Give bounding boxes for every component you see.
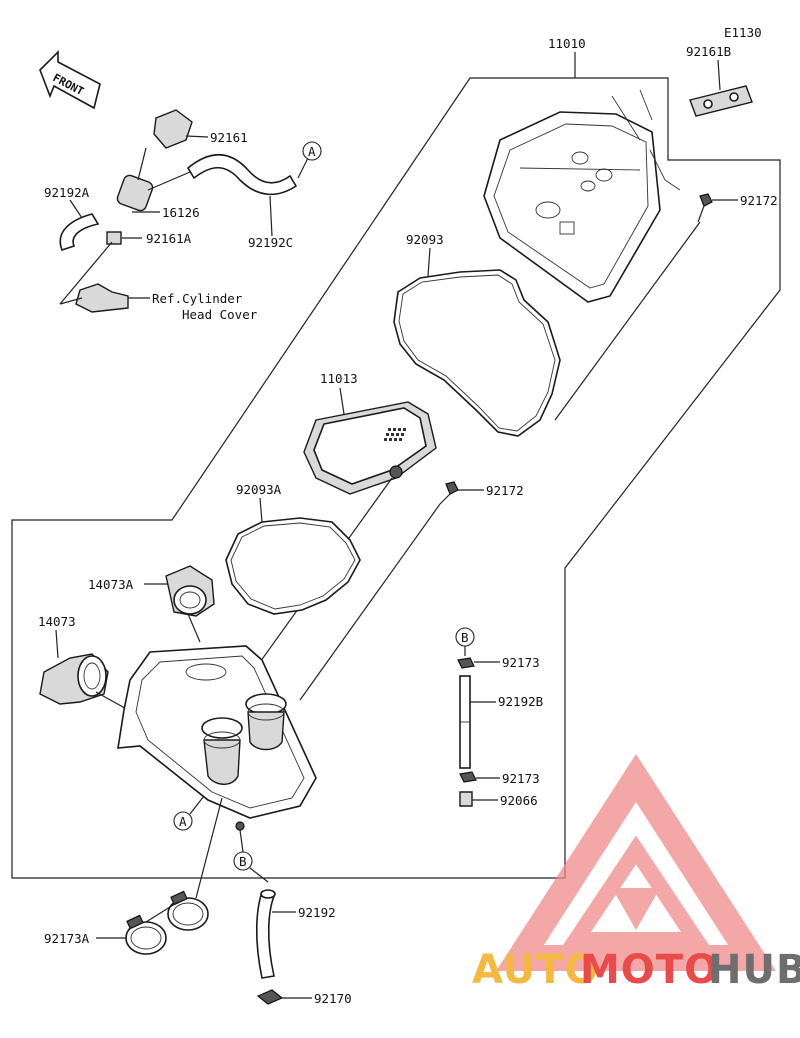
label-14073A: 14073A [88,577,134,592]
leader-fitting-b [59,297,83,305]
svg-text:A: A [308,144,316,159]
label-11013: 11013 [320,371,358,386]
label-ref-cylinder: Ref.Cylinder [152,291,243,306]
head-cover-fitting-part [75,283,129,313]
clamps-92173A [96,797,223,955]
label-92192C: 92192C [248,235,293,250]
leader-92192C [269,195,273,237]
watermark-text-moto: MOTO [580,947,719,993]
label-92192A: 92192A [44,185,90,200]
hose-92192C-part [186,154,298,196]
duct-link [187,613,201,643]
ref-circle-b-right: B [455,627,475,647]
leader-ref-A-bottom [189,795,205,815]
bolt-line-mid [299,503,441,701]
clamp-link [195,797,223,899]
leader-92161 [185,135,209,138]
label-92093A: 92093A [236,482,282,497]
drain-hose-group [457,646,500,807]
label-92172-mid: 92172 [486,483,524,498]
leader-92161B [717,59,721,91]
label-92172-top: 92172 [740,193,778,208]
leader-14073 [55,629,59,659]
assembly-frame [11,77,781,879]
label-head-cover: Head Cover [182,307,258,322]
hose-92192 [249,867,312,1005]
cap-92161A-part [106,231,122,245]
hose-link [249,867,269,883]
label-92161B: 92161B [686,44,731,59]
filter-element-11013 [303,387,437,495]
valve-link [137,147,147,181]
funnel-right [245,693,287,751]
label-92066: 92066 [500,793,538,808]
valve-16126-part [116,174,154,212]
clip-92173-top-part [457,657,475,669]
label-92170: 92170 [314,991,352,1006]
watermark-text-hub: HUB [708,947,800,993]
svg-text:B: B [239,854,247,869]
ref-circle-b-bottom: B [233,851,253,871]
leader-92093A [259,497,263,523]
label-92161: 92161 [210,130,248,145]
funnel-left [201,717,243,785]
label-92173A: 92173A [44,931,90,946]
leader-fitting-a [59,241,113,305]
bolt-line-top [554,221,701,421]
leader-92192A [69,199,83,219]
front-arrow-icon: FRONT [39,50,101,110]
label-92173-bottom: 92173 [502,771,540,786]
label-92192: 92192 [298,905,336,920]
hose-92192A-part [59,213,100,252]
duct-14073A [144,565,215,643]
clip-92173-bottom-part [459,771,477,783]
bolt-92172-mid [439,481,484,505]
gasket-92093-inner [398,274,556,432]
leader-11013 [339,387,345,415]
svg-text:B: B [461,630,469,645]
leader-92093 [427,247,431,277]
gasket-92093-part [393,269,561,437]
plug-92066-part [459,791,473,807]
watermark-text-auto: AUTO [472,947,600,993]
svg-text:A: A [179,814,187,829]
bolt-92172-top [697,193,738,223]
breather-assembly [59,109,309,313]
diagram-code: E1130 [724,25,762,40]
label-92173-top: 92173 [502,655,540,670]
pad-92161B [689,59,753,117]
clip-92170-part [256,989,284,1005]
gasket-92093A-inner [230,522,356,610]
hose-link [147,171,191,191]
leader-ref-A-top [297,157,309,179]
gasket-92093A-part [225,517,361,615]
upper-housing-11010 [483,89,681,303]
drain-nipple [235,821,245,831]
watermark-logo [496,754,776,971]
duct-14073 [39,629,133,713]
label-92192B: 92192B [498,694,543,709]
ref-circle-a-top: A [302,141,322,161]
leader-ref-B-bottom [239,829,244,853]
label-92093: 92093 [406,232,444,247]
label-16126: 16126 [162,205,200,220]
ref-circle-a-bottom: A [173,811,193,831]
label-14073: 14073 [38,614,76,629]
label-92161A: 92161A [146,231,192,246]
filter-mesh [384,428,406,441]
label-11010: 11010 [548,36,586,51]
lower-housing [117,645,317,831]
cap-92161-part [153,109,193,149]
